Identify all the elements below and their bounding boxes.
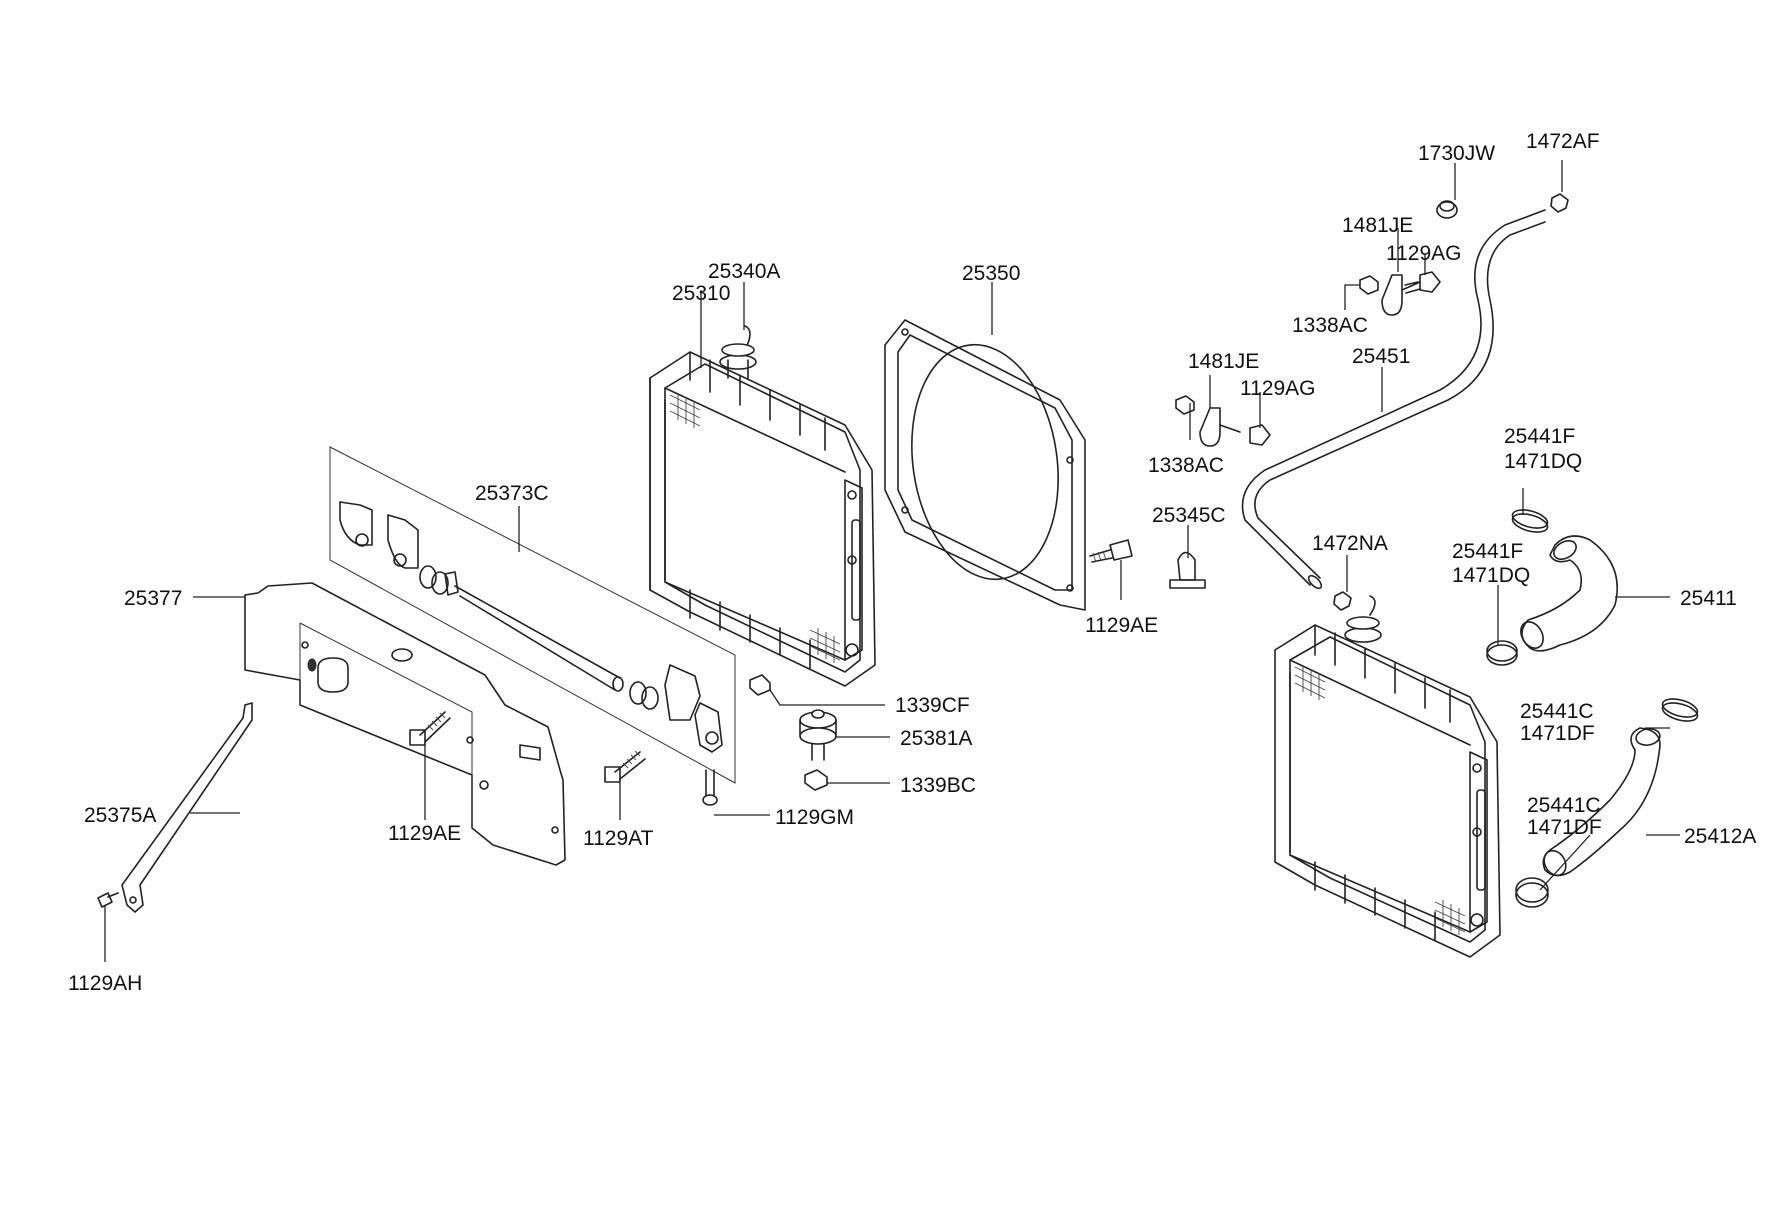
label-25441C-b: 25441C — [1527, 794, 1601, 817]
clamp-set-upper — [1359, 271, 1441, 316]
label-1471DF-b: 1471DF — [1527, 816, 1602, 839]
label-1129AT: 1129AT — [583, 827, 654, 850]
label-25411: 25411 — [1680, 587, 1737, 610]
upper-hose — [1486, 509, 1619, 666]
radiator-right — [1274, 595, 1501, 958]
label-1129AE-right: 1129AE — [1085, 614, 1158, 637]
label-25345C: 25345C — [1152, 504, 1226, 527]
label-25377: 25377 — [124, 587, 182, 610]
label-1472AF: 1472AF — [1526, 130, 1600, 153]
label-1338AC-mid: 1338AC — [1148, 454, 1224, 477]
label-1129GM: 1129GM — [775, 806, 854, 829]
label-1471DQ-b: 1471DQ — [1452, 564, 1530, 587]
lower-hose — [1515, 698, 1699, 908]
label-25373C: 25373C — [475, 482, 549, 505]
label-1129AG-mid: 1129AG — [1240, 377, 1316, 400]
bracket-assembly — [329, 446, 736, 784]
label-25451: 25451 — [1352, 345, 1410, 368]
label-1471DF-a: 1471DF — [1520, 722, 1595, 745]
label-25441C-a: 25441C — [1520, 700, 1594, 723]
label-1129AH: 1129AH — [68, 972, 142, 995]
label-1471DQ-a: 1471DQ — [1504, 450, 1582, 473]
stay-rod — [121, 702, 253, 913]
radiator-left — [649, 325, 876, 687]
label-25441F-b: 25441F — [1452, 540, 1523, 563]
label-1472NA: 1472NA — [1312, 532, 1388, 555]
label-1129AE-left: 1129AE — [388, 822, 461, 845]
label-25350: 25350 — [962, 262, 1020, 285]
label-1339BC: 1339BC — [900, 774, 976, 797]
fasteners-left — [97, 539, 1206, 908]
label-25412A: 25412A — [1684, 825, 1756, 848]
overflow-hose — [1241, 193, 1569, 611]
label-25375A: 25375A — [84, 804, 156, 827]
label-25310: 25310 — [672, 282, 730, 305]
side-panel — [244, 582, 566, 866]
leader-lines — [104, 160, 1680, 962]
label-25441F-a: 25441F — [1504, 425, 1575, 448]
label-1481JE-top: 1481JE — [1342, 214, 1413, 237]
label-25340A: 25340A — [708, 260, 780, 283]
fan-shroud — [884, 319, 1086, 611]
label-1730JW: 1730JW — [1418, 142, 1495, 165]
label-1129AG-top: 1129AG — [1386, 242, 1462, 265]
label-1338AC-top: 1338AC — [1292, 314, 1368, 337]
label-1339CF: 1339CF — [895, 694, 970, 717]
label-1481JE-mid: 1481JE — [1188, 350, 1259, 373]
part-labels: 1730JW 1472AF 1481JE 1129AG 1338AC 25340… — [68, 130, 1756, 995]
label-25381A: 25381A — [900, 727, 972, 750]
